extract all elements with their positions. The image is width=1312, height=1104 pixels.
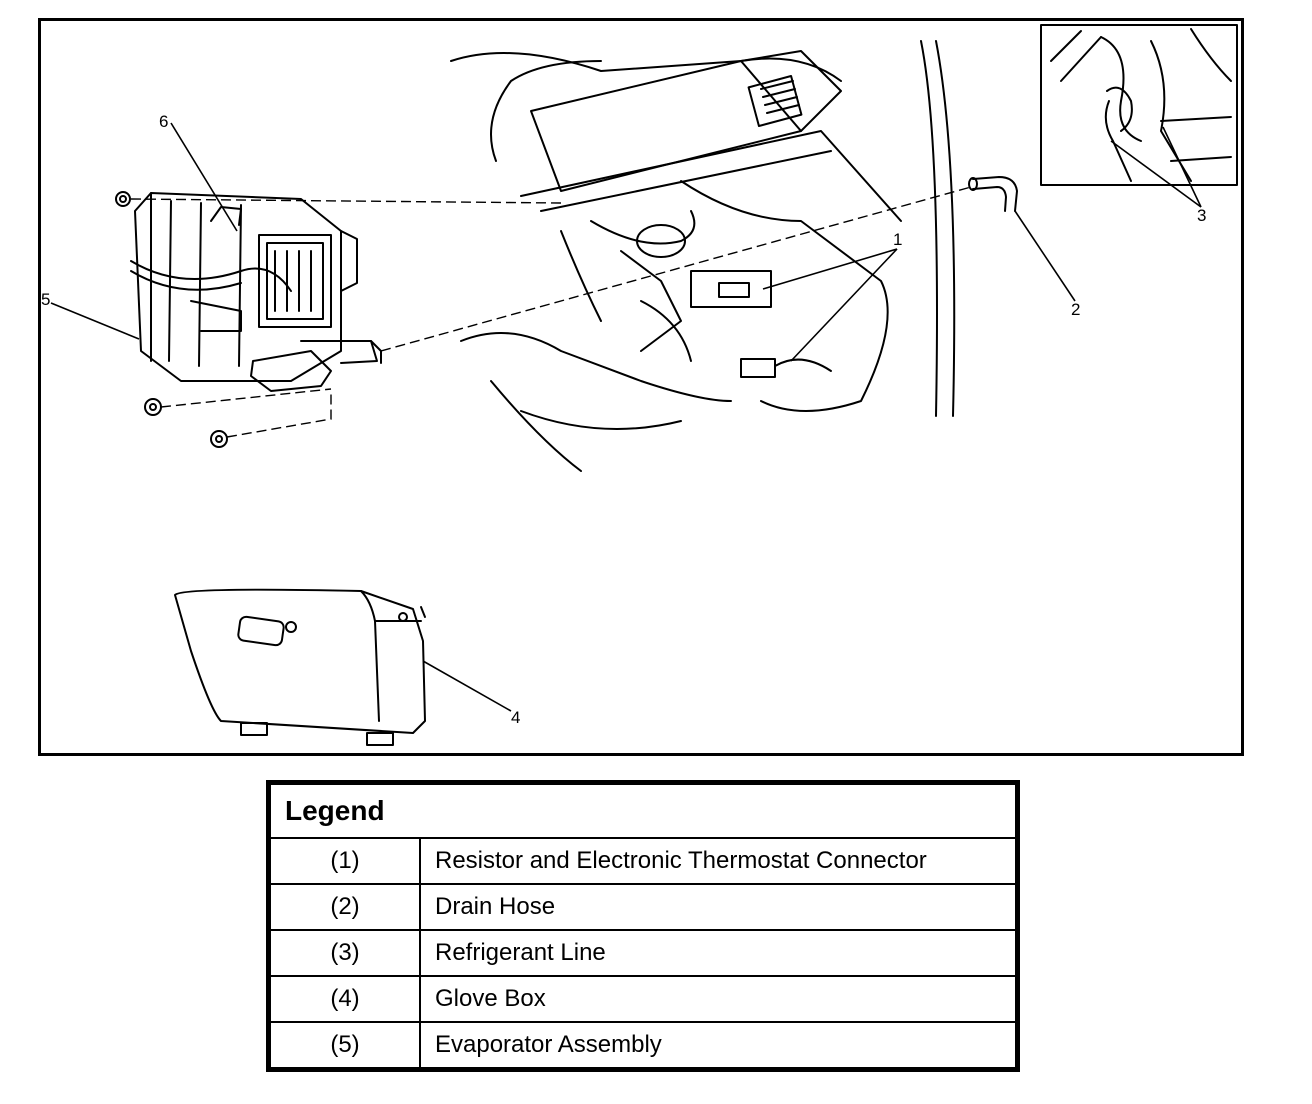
legend-description: Evaporator Assembly bbox=[419, 1021, 1017, 1069]
legend-description: Resistor and Electronic Thermostat Conne… bbox=[419, 837, 1017, 885]
callout-3: 3 bbox=[1197, 206, 1207, 225]
leader-line-4 bbox=[422, 660, 512, 712]
callout-4: 4 bbox=[511, 708, 521, 727]
legend-number: (5) bbox=[269, 1021, 421, 1069]
drain-hose-drawing bbox=[968, 176, 1018, 212]
evaporator-assembly-drawing bbox=[115, 191, 382, 448]
legend-number: (4) bbox=[269, 975, 421, 1023]
legend-number: (1) bbox=[269, 837, 421, 885]
callout-5: 5 bbox=[41, 290, 51, 309]
glove-box-drawing bbox=[174, 588, 426, 746]
legend-title: Legend bbox=[269, 783, 1017, 839]
leader-line-5 bbox=[50, 302, 140, 340]
line-drawing bbox=[50, 24, 1238, 746]
leader-line-1 bbox=[790, 248, 898, 362]
legend-row: (4) Glove Box bbox=[269, 975, 1017, 1023]
dashboard-drawing bbox=[450, 40, 956, 472]
callout-6: 6 bbox=[159, 112, 169, 131]
leader-line-2 bbox=[1014, 210, 1076, 302]
legend-description: Drain Hose bbox=[419, 883, 1017, 931]
legend-number: (2) bbox=[269, 883, 421, 931]
legend-row: (3) Refrigerant Line bbox=[269, 929, 1017, 977]
diagram-figure: 1 2 3 4 5 6 bbox=[38, 18, 1244, 756]
legend-description: Refrigerant Line bbox=[419, 929, 1017, 977]
leader-line-6 bbox=[170, 122, 238, 232]
legend-row: (5) Evaporator Assembly bbox=[269, 1021, 1017, 1069]
legend-row: (1) Resistor and Electronic Thermostat C… bbox=[269, 837, 1017, 885]
refrigerant-line-inset bbox=[1040, 24, 1238, 186]
callout-2: 2 bbox=[1071, 300, 1081, 319]
callout-1: 1 bbox=[893, 230, 903, 249]
leader-line-3 bbox=[1162, 126, 1202, 208]
legend-description: Glove Box bbox=[419, 975, 1017, 1023]
legend-row: (2) Drain Hose bbox=[269, 883, 1017, 931]
legend-number: (3) bbox=[269, 929, 421, 977]
legend-table: Legend (1) Resistor and Electronic Therm… bbox=[266, 780, 1020, 1072]
